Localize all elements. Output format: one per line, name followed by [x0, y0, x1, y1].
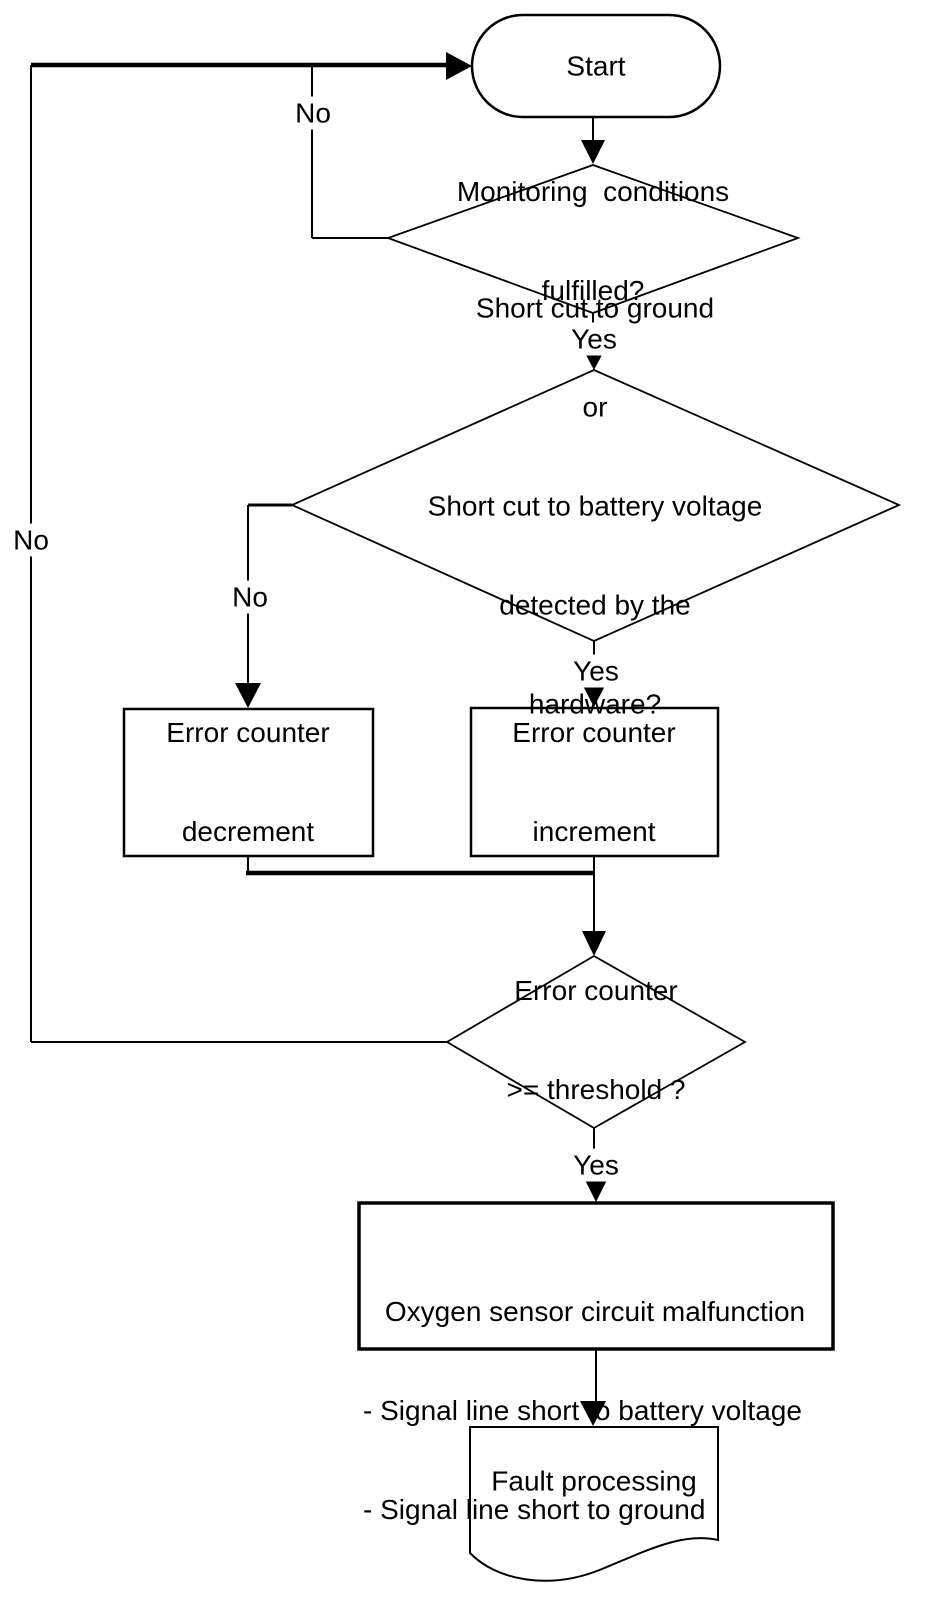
- process-increment-line1: Error counter: [512, 717, 676, 748]
- edge-label-shortcut-no: No: [226, 580, 274, 614]
- process-malfunction-line2: - Signal line short to battery voltage: [363, 1395, 802, 1426]
- arrowhead-into-increment: [581, 682, 607, 707]
- arrowhead-into-shortcut: [586, 355, 602, 370]
- decision-threshold-line2: >= threshold ?: [506, 1074, 686, 1105]
- process-malfunction-label: Oxygen sensor circuit malfunction - Sign…: [361, 1229, 829, 1592]
- arrowhead-into-decrement: [235, 683, 261, 708]
- process-decrement-label: Error counter decrement: [166, 650, 329, 914]
- process-decrement-line1: Error counter: [166, 717, 330, 748]
- decision-shortcut-line4: detected by the: [499, 589, 691, 621]
- document-fault-label: Fault processing: [491, 1465, 697, 1497]
- decision-threshold-line1: Error counter: [514, 975, 678, 1006]
- decision-shortcut-line1: Short cut to ground: [475, 292, 715, 324]
- arrowhead-into-monitoring: [581, 140, 605, 164]
- process-decrement-line2: decrement: [181, 816, 315, 847]
- arrowhead-into-start: [446, 52, 472, 80]
- edge-label-monitoring-no: No: [289, 96, 337, 130]
- decision-monitoring-line1: Monitoring conditions: [456, 176, 730, 207]
- process-increment-label: Error counter increment: [512, 650, 675, 914]
- process-malfunction-box: [357, 1201, 835, 1351]
- arrowhead-into-threshold: [582, 931, 606, 956]
- arrowhead-into-malfunction: [584, 1178, 608, 1202]
- decision-monitoring-label: Monitoring conditions fulfilled?: [457, 109, 729, 373]
- decision-shortcut-line2: or: [582, 391, 608, 423]
- edge-label-shortcut-yes: Yes: [567, 654, 625, 688]
- process-malfunction-line1: Oxygen sensor circuit malfunction: [384, 1296, 806, 1327]
- process-malfunction-line3: - Signal line short to ground: [363, 1494, 706, 1525]
- edge-label-threshold-no: No: [7, 523, 55, 557]
- start-label: Start: [566, 50, 626, 82]
- decision-shortcut-line3: Short cut to battery voltage: [427, 490, 763, 522]
- start-node: [470, 13, 722, 119]
- decision-shortcut-label: Short cut to ground or Short cut to batt…: [428, 226, 763, 787]
- decision-monitoring-line2: fulfilled?: [541, 275, 645, 306]
- edge-label-monitoring-yes: Yes: [565, 322, 623, 356]
- document-fault-shape: [469, 1426, 719, 1582]
- edge-label-threshold-yes: Yes: [567, 1148, 625, 1182]
- arrowhead-into-fault: [580, 1401, 606, 1426]
- process-increment-line2: increment: [532, 816, 656, 847]
- decision-threshold-label: Error counter >= threshold ?: [506, 908, 685, 1172]
- decision-shortcut-line5: hardware?: [528, 688, 662, 720]
